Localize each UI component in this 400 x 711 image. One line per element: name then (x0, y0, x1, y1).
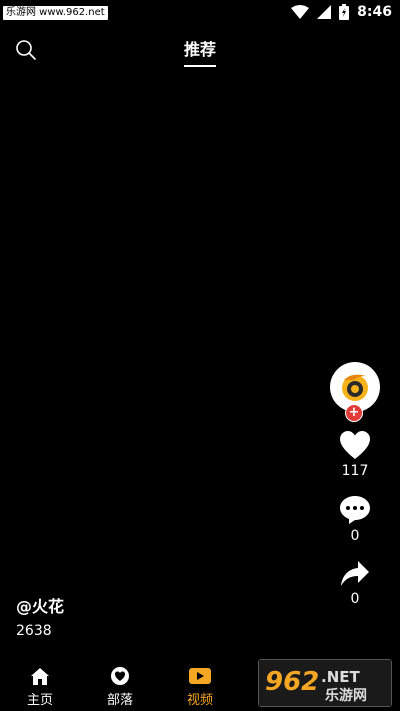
status-time: 8:46 (357, 4, 392, 20)
status-bar-right: 8:46 (291, 3, 392, 21)
video-icon (189, 668, 211, 684)
heart-icon (340, 431, 370, 459)
view-count: 2638 (16, 623, 52, 639)
watermark-label: 乐游网 www.962.net (3, 6, 108, 20)
home-icon (31, 667, 49, 685)
signal-icon (317, 5, 332, 19)
nav-video[interactable]: 视频 (160, 660, 240, 711)
flame-logo-icon (342, 374, 368, 401)
comment-count: 0 (350, 528, 360, 544)
svg-text:乐游网: 乐游网 (325, 687, 367, 704)
nav-video-label: 视频 (186, 693, 213, 708)
site-logo-watermark: 962 .NET 乐游网 (258, 659, 392, 707)
svg-text:962: 962 (265, 667, 319, 697)
nav-home[interactable]: 主页 (0, 660, 80, 711)
share-action[interactable]: 0 (320, 560, 390, 607)
share-icon (341, 561, 369, 586)
nav-home-label: 主页 (26, 693, 53, 708)
like-count: 117 (341, 463, 369, 479)
svg-text:.NET: .NET (321, 668, 360, 686)
962-logo-icon: 962 .NET 乐游网 (259, 660, 391, 706)
follow-button[interactable]: + (345, 404, 363, 422)
nav-tribe[interactable]: 部落 (80, 660, 160, 711)
author-name[interactable]: @火花 (16, 597, 65, 616)
search-button[interactable] (14, 38, 38, 62)
battery-icon (339, 4, 350, 20)
comment-icon (340, 496, 370, 524)
wifi-icon (291, 5, 310, 19)
comment-action[interactable]: 0 (320, 495, 390, 544)
share-count: 0 (350, 591, 360, 607)
search-icon (16, 40, 36, 60)
nav-tribe-label: 部落 (106, 693, 133, 708)
tab-recommend-wrapper: 推荐 (0, 36, 400, 67)
author-avatar[interactable] (330, 362, 380, 412)
tribe-icon (111, 667, 129, 685)
like-action[interactable]: 117 (320, 430, 390, 479)
tab-recommend[interactable]: 推荐 (183, 36, 216, 67)
